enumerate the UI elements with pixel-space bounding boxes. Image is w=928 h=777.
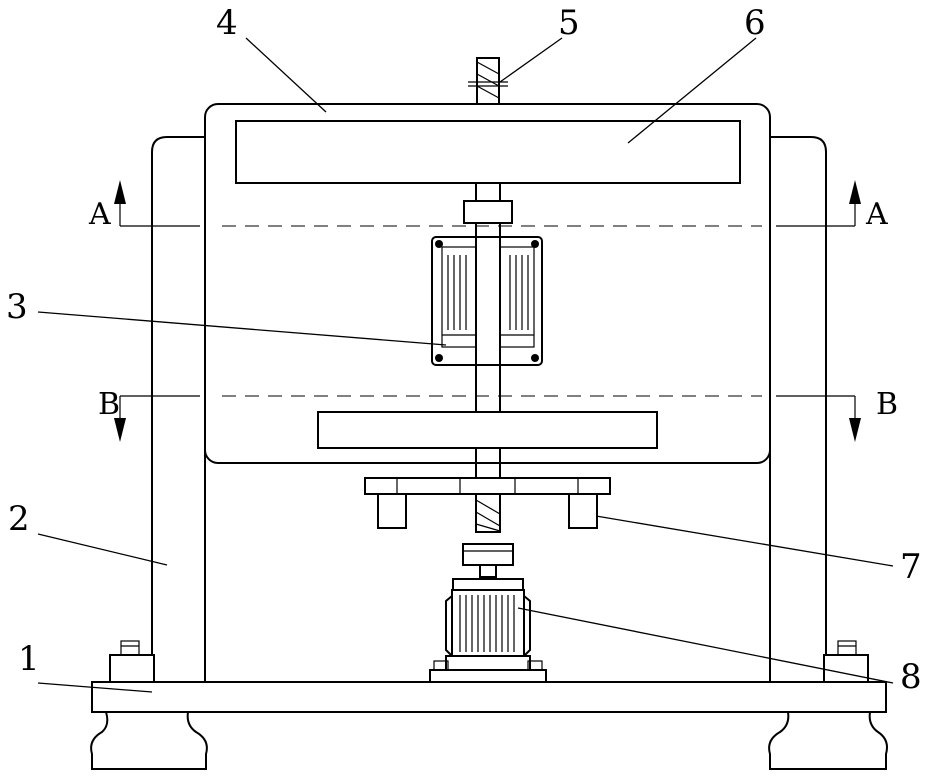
upper-plate [236, 121, 740, 183]
section-label-b-left: B [98, 387, 120, 422]
callout-4: 4 [216, 3, 238, 43]
section-label-b-right: B [876, 387, 898, 422]
callout-1: 1 [18, 639, 40, 679]
section-label-a-left: A [88, 197, 111, 232]
base-plate [92, 682, 886, 712]
callout-5: 5 [558, 3, 580, 43]
callout-6: 6 [744, 3, 766, 43]
callout-8: 8 [900, 657, 922, 697]
foot-left [91, 712, 207, 769]
lower-plate [318, 412, 657, 448]
callout-2: 2 [8, 499, 30, 539]
foot-right [769, 712, 887, 769]
bottom-motor [430, 579, 546, 682]
callout-3: 3 [6, 287, 28, 327]
section-label-a-right: A [865, 197, 888, 232]
coupling [463, 544, 513, 577]
callout-7: 7 [900, 547, 922, 587]
lower-screw [476, 494, 500, 532]
